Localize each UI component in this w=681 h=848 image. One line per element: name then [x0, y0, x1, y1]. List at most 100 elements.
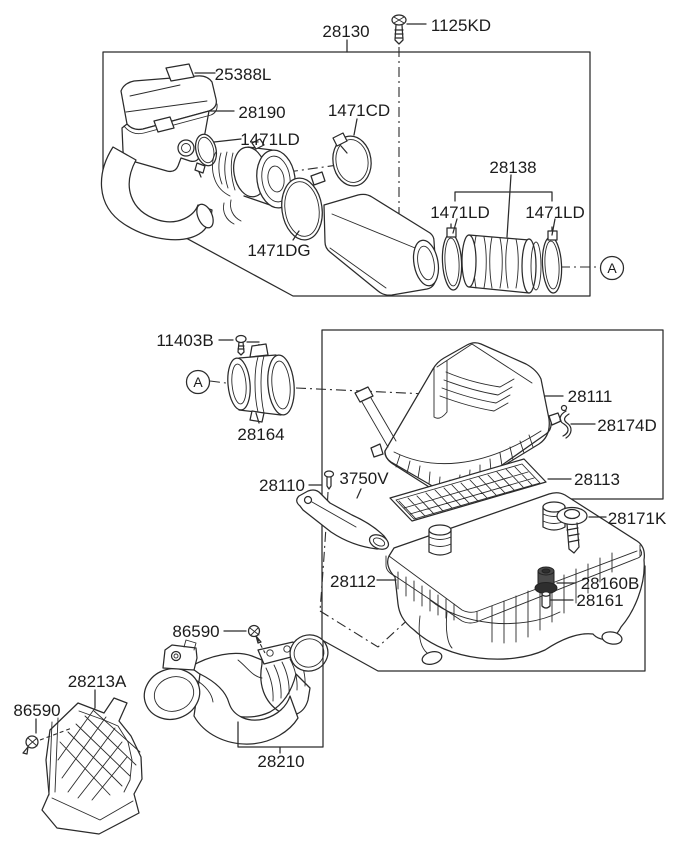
part-label-3750v: 3750V — [339, 469, 389, 488]
part-label-28112: 28112 — [330, 572, 376, 591]
bolt-86590-left-icon — [22, 735, 39, 755]
lower-body-rim-lines — [385, 544, 643, 624]
bolt-28171k-icon — [556, 506, 588, 554]
duct-bracket-step — [183, 639, 197, 651]
bolt-86590-top-axis — [256, 637, 266, 654]
bolt-11403b-icon — [235, 334, 247, 356]
duct-to-clamp-line — [287, 164, 339, 173]
part-label-28171k: 28171K — [608, 509, 667, 528]
duct-bracket-hole-inner — [173, 653, 179, 659]
part-label-28138: 28138 — [489, 158, 536, 177]
part-label-1471dg: 1471DG — [247, 241, 310, 260]
maf-sensor-right-cap-inner — [271, 360, 291, 410]
clamp-1471ld-3-inner — [544, 240, 560, 290]
air-cleaner-assembly-drawing — [296, 342, 645, 665]
air-cleaner-lower-body — [387, 492, 645, 660]
maf-sensor-left-cap-inner — [231, 363, 247, 405]
maf-sensor-left-cap — [227, 357, 251, 411]
lower-body-right-foot — [601, 631, 623, 645]
part-label-86590-left: 86590 — [13, 701, 60, 720]
duct-body-lines — [243, 146, 273, 206]
cover-vent-chevrons — [439, 371, 515, 412]
callout-leader-lines — [35, 23, 607, 754]
duct-elbow-ribs — [223, 199, 242, 225]
lower-body-left-foot — [421, 651, 443, 665]
intake-assembly-drawing — [100, 14, 563, 296]
intake-duct-outlet-inner — [417, 245, 435, 281]
part-label-28164: 28164 — [237, 425, 284, 444]
duct-lower-tube — [193, 673, 299, 745]
duct-mouth-inner — [153, 676, 195, 712]
view-a-circle-top — [599, 255, 625, 281]
grommet-28160b-icon — [534, 566, 558, 594]
part-label-28174d: 28174D — [597, 416, 657, 435]
bolt-1125kd-icon — [391, 14, 407, 45]
air-guard-grille — [57, 707, 141, 801]
sensor-bracket-line — [311, 501, 357, 528]
intake-duct-outlet — [412, 239, 440, 287]
maf-sensor-drawing — [227, 334, 295, 423]
flex-hose-body — [468, 234, 530, 294]
resonator-tower-1 — [428, 524, 452, 556]
view-a-letter-mid: A — [193, 374, 203, 390]
resonator-outlet-inner — [181, 143, 191, 153]
clamp-1471ld-2 — [441, 233, 463, 291]
leader-3750v — [356, 488, 362, 499]
duct-top-tab — [251, 138, 265, 150]
maf-sensor-right-cap — [267, 354, 295, 416]
flex-hose-left-flange — [461, 234, 477, 288]
clamp-1471dg — [281, 177, 323, 241]
part-label-1471ld-2: 1471LD — [430, 203, 490, 222]
cover-right-tab — [548, 412, 562, 426]
resonator-crease-lines — [125, 84, 208, 113]
cover-clip-pin — [560, 404, 568, 412]
cover-left-tab — [370, 443, 384, 458]
clamp-1471dg-screw — [310, 171, 326, 186]
clamp-1471dg-inner — [284, 181, 320, 237]
duct-bellows-ribs — [212, 151, 236, 197]
leader-1471cd — [353, 118, 358, 136]
clamp-1471ld-1-inner — [197, 136, 215, 164]
leader-1471dg — [292, 230, 300, 241]
part-label-1471ld-3: 1471LD — [525, 203, 585, 222]
view-markers: A A — [185, 255, 625, 395]
part-label-28161: 28161 — [576, 591, 623, 610]
leader-28210-bracket — [237, 640, 324, 754]
part-label-28130: 28130 — [322, 22, 369, 41]
duct-flange-hub — [267, 165, 285, 193]
air-guard-flap-line — [51, 797, 134, 821]
air-filter-pleats — [398, 466, 535, 520]
part-label-1471ld-1: 1471LD — [240, 130, 300, 149]
resonator-outlet — [177, 139, 195, 157]
pin-28161-icon — [541, 591, 551, 609]
leader-28138 — [452, 174, 556, 238]
cover-clip — [559, 410, 572, 439]
leader-11403b — [218, 339, 260, 343]
callout-labels: 28130 1125KD 25388L 28190 1471LD 1471CD … — [13, 16, 667, 771]
part-label-28110: 28110 — [259, 476, 305, 495]
clamp-1471ld-1-screw — [194, 162, 206, 178]
part-label-1471cd: 1471CD — [328, 101, 390, 120]
sensor-bracket-hole — [303, 495, 313, 505]
cover-left-lip-tab — [354, 386, 374, 403]
view-a-letter-top: A — [607, 260, 617, 276]
bolt-3750v-icon — [323, 470, 335, 490]
clamp-1471ld-2-screw — [446, 223, 457, 238]
part-label-28111: 28111 — [568, 387, 613, 406]
cover-ridge-lines — [433, 343, 533, 419]
flex-hose-right-flange — [521, 238, 537, 294]
duct-flange-hole-1 — [266, 649, 274, 657]
bolt-86590-top-icon — [247, 624, 262, 644]
leader-28164 — [255, 412, 260, 424]
view-a-circle-mid — [185, 369, 211, 395]
part-label-86590-top: 86590 — [172, 622, 219, 641]
clamp-1471cd-inner — [335, 139, 369, 183]
part-label-1125kd: 1125KD — [431, 16, 491, 35]
intake-duct-drawing — [22, 624, 329, 835]
duct-collar-ribs — [265, 655, 306, 702]
resonator-lid-detail — [153, 116, 175, 133]
bolt-86590-left-axis — [39, 727, 73, 741]
view-a-mid-line — [209, 380, 227, 384]
flex-hose-collar — [530, 241, 542, 291]
label-sticker-25388l — [165, 63, 195, 82]
